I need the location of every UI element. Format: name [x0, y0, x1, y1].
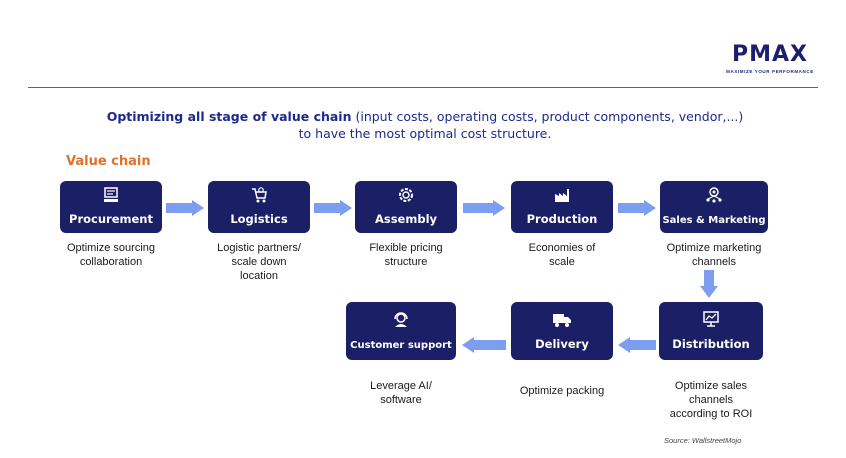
pmax-logo: PMAX MAXIMIZE YOUR PERFORMANCE	[722, 43, 818, 79]
flow-arrow-right	[166, 200, 204, 216]
step-label: Delivery	[535, 337, 589, 351]
headline: Optimizing all stage of value chain (inp…	[40, 108, 810, 142]
headline-line2: to have the most optimal cost structure.	[298, 126, 552, 141]
step-label: Assembly	[374, 212, 438, 226]
step-description: Leverage AI/software	[370, 380, 432, 406]
computer-board-icon	[60, 186, 162, 204]
headset-agent-icon	[346, 310, 456, 328]
step-distribution: Distribution	[659, 302, 763, 360]
step-label: Distribution	[672, 337, 750, 351]
flow-arrow-right	[463, 200, 505, 216]
cart-gear-icon	[208, 186, 310, 204]
flow-arrow-left	[462, 337, 506, 353]
section-title: Value chain	[66, 154, 151, 169]
step-description: Optimize packing	[519, 385, 605, 397]
step-customer-support: Customer support	[346, 302, 456, 360]
logo-tagline: MAXIMIZE YOUR PERFORMANCE	[726, 69, 814, 74]
network-people-icon	[660, 186, 768, 204]
step-procurement: Procurement	[60, 181, 162, 233]
step-assembly: Assembly	[355, 181, 457, 233]
step-label: Procurement	[69, 212, 153, 226]
step-production: Production	[511, 181, 613, 233]
source-note: Source: WallstreetMojo	[664, 436, 742, 445]
flow-arrow-right	[618, 200, 656, 216]
header-divider	[28, 87, 818, 88]
step-label: Logistics	[230, 212, 288, 226]
gear-assembly-icon	[355, 186, 457, 204]
factory-icon	[511, 186, 613, 204]
step-label: Sales & Marketing	[662, 215, 766, 226]
presentation-chart-icon	[659, 310, 763, 328]
logo-text: PMAX	[731, 42, 808, 67]
flow-arrow-right	[314, 200, 352, 216]
step-label: Production	[526, 212, 598, 226]
headline-bold: Optimizing all stage of value chain	[106, 109, 352, 124]
step-delivery: Delivery	[511, 302, 613, 360]
step-sales-marketing: Sales & Marketing	[660, 181, 768, 233]
step-logistics: Logistics	[208, 181, 310, 233]
flow-arrow-down	[700, 270, 718, 298]
headline-rest: (input costs, operating costs, product c…	[351, 109, 744, 124]
delivery-truck-icon	[511, 310, 613, 328]
step-label: Customer support	[350, 340, 452, 351]
flow-arrow-left	[618, 337, 656, 353]
